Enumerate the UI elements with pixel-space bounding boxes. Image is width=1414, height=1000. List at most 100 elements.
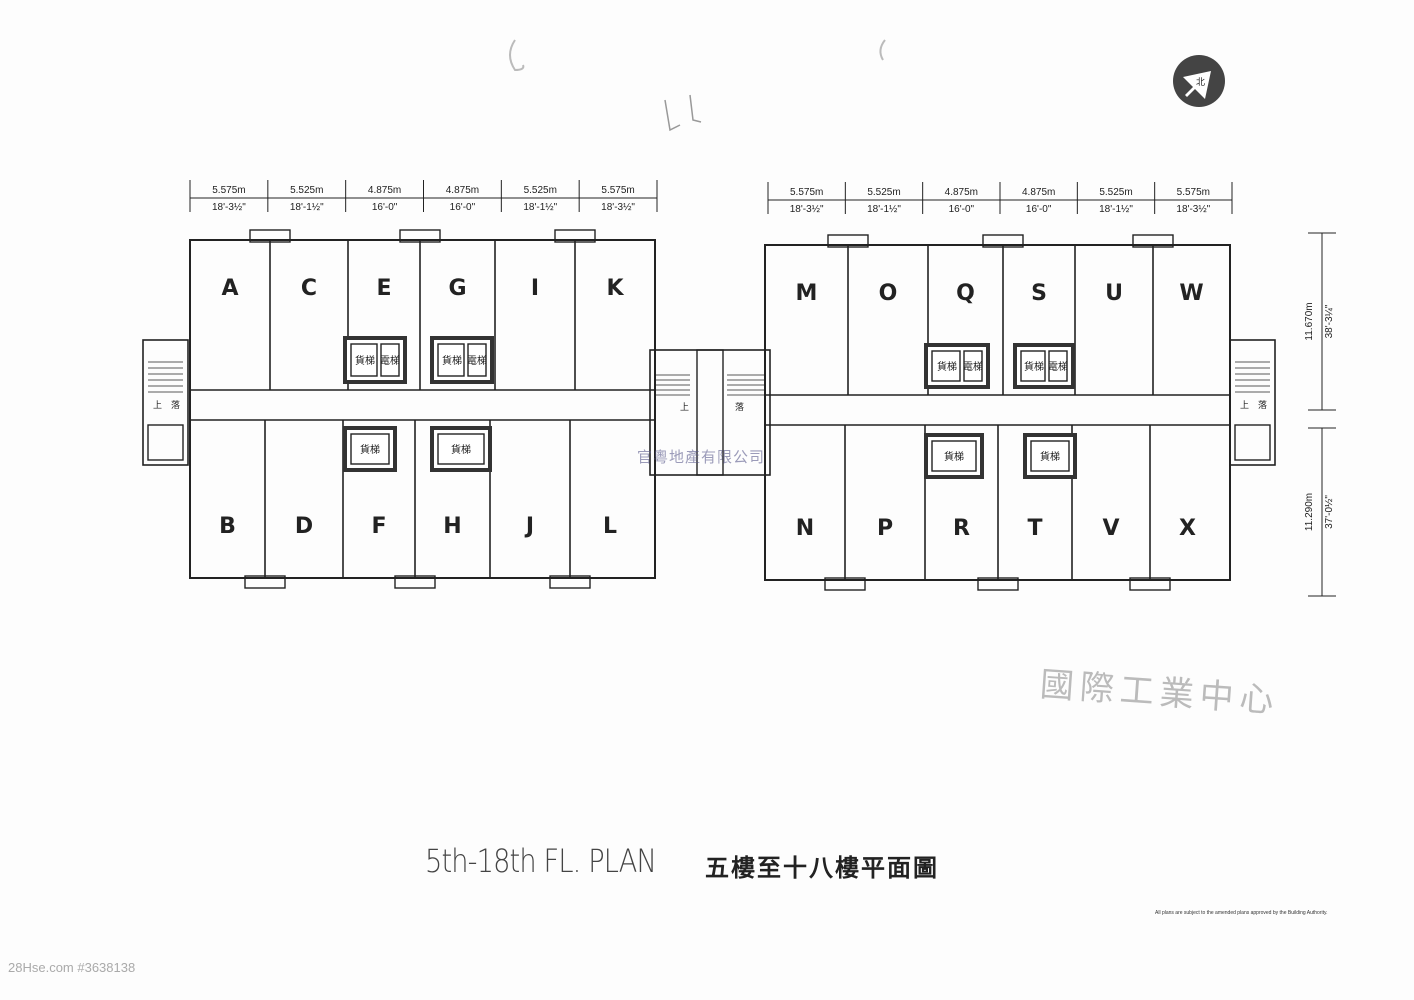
lift-core: [924, 433, 984, 479]
unit-label-W: W: [1179, 281, 1203, 306]
cargo-lift-car: [350, 343, 378, 377]
passenger-lift-label: 電梯: [380, 354, 400, 367]
lift-core: [343, 336, 407, 384]
dimension-imperial: 18'-1½": [290, 202, 324, 213]
unit-label-O: O: [879, 281, 898, 306]
cargo-lift-car: [1030, 440, 1070, 472]
unit-label-A: A: [221, 276, 238, 301]
unit-label-X: X: [1179, 516, 1196, 541]
dimension-metric: 5.525m: [290, 185, 323, 196]
cargo-lift-car: [931, 350, 961, 382]
passenger-lift-car: [963, 350, 983, 382]
stair-down-label: 落: [1258, 399, 1267, 410]
dimension-metric: 11.670m: [1304, 302, 1315, 340]
dimension-metric: 5.525m: [1099, 187, 1132, 198]
pencil-mark: [664, 94, 702, 132]
unit-label-F: F: [371, 514, 386, 539]
unit-label-R: R: [953, 516, 970, 541]
dimension-imperial: 16'-0": [949, 204, 975, 215]
cargo-lift-label: 貨梯: [360, 443, 380, 456]
unit-label-H: H: [443, 514, 461, 539]
stair-down-label: 落: [735, 401, 744, 412]
cargo-lift-label: 貨梯: [1040, 450, 1060, 463]
dimension-metric: 4.875m: [1022, 187, 1055, 198]
cargo-lift-car: [437, 433, 485, 465]
cargo-lift-label: 貨梯: [355, 354, 375, 367]
plan-title-english: 5th-18th FL. PLAN: [425, 842, 657, 880]
cargo-lift-label: 貨梯: [451, 443, 471, 456]
unit-label-V: V: [1102, 516, 1119, 541]
building-outline: [189, 239, 656, 579]
dimension-imperial: 18'-1½": [867, 204, 901, 215]
lift-core: [430, 336, 494, 384]
corridor: [191, 390, 654, 420]
dimension-metric: 5.575m: [1177, 187, 1210, 198]
dimension-metric: 5.525m: [867, 187, 900, 198]
pencil-mark: [509, 39, 525, 72]
dimension-imperial: 16'-0": [1026, 204, 1052, 215]
passenger-lift-car: [1048, 350, 1068, 382]
lift-core: [924, 343, 990, 389]
dimension-imperial: 18'-1½": [523, 202, 557, 213]
unit-label-M: M: [796, 281, 818, 306]
unit-label-D: D: [295, 514, 313, 539]
lift-core: [430, 426, 492, 472]
cargo-lift-car: [350, 433, 390, 465]
stair-up-label: 上: [680, 402, 689, 412]
dimension-metric: 5.525m: [524, 185, 557, 196]
passenger-lift-label: 電梯: [1048, 360, 1068, 373]
agency-watermark: 官粵地產有限公司: [637, 448, 766, 466]
dimension-imperial: 18'-3½": [1176, 204, 1210, 215]
toilet-fixtures: [1234, 424, 1271, 461]
dimension-metric: 5.575m: [601, 185, 634, 196]
unit-label-I: I: [531, 276, 539, 301]
dimension-metric: 4.875m: [368, 185, 401, 196]
staircase-core: [142, 339, 189, 466]
dimension-imperial: 38'-3¼": [1323, 304, 1335, 338]
unit-label-K: K: [606, 276, 624, 301]
dimension-metric: 5.575m: [212, 185, 245, 196]
cargo-lift-car: [931, 440, 977, 472]
passenger-lift-car: [380, 343, 400, 377]
dimension-metric: 5.575m: [790, 187, 823, 198]
unit-label-G: G: [448, 276, 466, 301]
unit-label-S: S: [1031, 281, 1047, 306]
unit-label-E: E: [376, 276, 391, 301]
cargo-lift-label: 貨梯: [944, 450, 964, 463]
corridor: [766, 395, 1229, 425]
cargo-lift-car: [1020, 350, 1046, 382]
north-arrow-icon: [1183, 71, 1211, 99]
north-label: 北: [1196, 77, 1205, 87]
stair-up-label: 上: [1240, 400, 1249, 410]
cargo-lift-label: 貨梯: [937, 360, 957, 373]
dimension-imperial: 18'-1½": [1099, 204, 1133, 215]
dimension-imperial: 16'-0": [450, 202, 476, 213]
plan-title-chinese: 五樓至十八樓平面圖: [705, 853, 939, 882]
cargo-lift-label: 貨梯: [442, 354, 462, 367]
cargo-lift-label: 貨梯: [1024, 360, 1044, 373]
lift-core: [1013, 343, 1075, 389]
toilet-fixtures: [147, 424, 184, 461]
dimension-imperial: 18'-3½": [212, 202, 246, 213]
unit-label-Q: Q: [956, 281, 975, 306]
disclaimer-note: All plans are subject to the amended pla…: [1155, 910, 1328, 916]
cargo-lift-car: [437, 343, 465, 377]
lift-core: [343, 426, 397, 472]
dimension-metric: 4.875m: [945, 187, 978, 198]
listing-footer: 28Hse.com #3638138: [8, 960, 136, 975]
lift-core: [1023, 433, 1077, 479]
dimension-imperial: 16'-0": [372, 202, 398, 213]
unit-label-U: U: [1105, 281, 1123, 306]
passenger-lift-label: 電梯: [467, 354, 487, 367]
passenger-lift-label: 電梯: [963, 360, 983, 373]
passenger-lift-car: [467, 343, 487, 377]
unit-label-J: J: [524, 514, 534, 539]
unit-label-N: N: [796, 516, 814, 541]
dimension-imperial: 18'-3½": [601, 202, 635, 213]
stair-down-label: 落: [171, 399, 180, 410]
unit-label-C: C: [301, 276, 317, 301]
dimension-metric: 4.875m: [446, 185, 479, 196]
unit-label-T: T: [1027, 516, 1042, 541]
